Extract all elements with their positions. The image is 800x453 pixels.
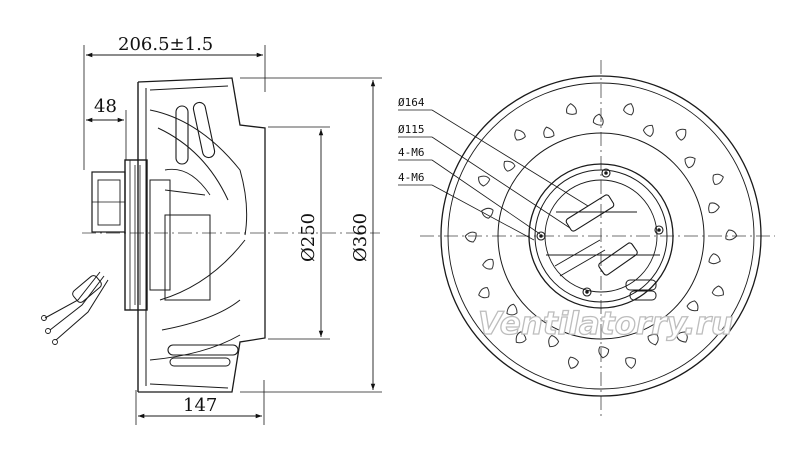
dim-outer-diameter: Ø360 (350, 213, 371, 262)
blade-mark (625, 357, 636, 369)
blade-mark (675, 128, 687, 141)
blade-mark (598, 346, 610, 359)
callout-m6-lower: 4-M6 (398, 171, 425, 184)
blade-mark (548, 334, 560, 348)
front-view (398, 60, 775, 420)
blade-mark (712, 173, 724, 185)
blade-mark (647, 334, 659, 346)
blade-mark (708, 202, 720, 214)
blade-mark (568, 356, 579, 369)
blade-mark (515, 331, 527, 344)
blade-mark (725, 229, 738, 241)
blade-mark (478, 287, 490, 299)
blade-mark (464, 231, 477, 243)
dim-total-length: 206.5±1.5 (118, 34, 213, 55)
blade-mark (623, 103, 634, 116)
blade-mark (514, 129, 526, 141)
watermark: Ventilatorry.ru (478, 306, 733, 342)
blade-mark (592, 113, 604, 126)
dim-inlet-diameter: Ø250 (298, 213, 319, 262)
side-view (41, 45, 382, 425)
blade-mark (711, 285, 724, 297)
blade-mark (686, 300, 699, 312)
callout-m6-upper: 4-M6 (398, 146, 425, 159)
blade-mark (543, 126, 555, 138)
blade-mark (676, 331, 688, 343)
blade-mark (481, 207, 494, 219)
dim-impeller-depth: 147 (183, 395, 217, 416)
blade-mark (503, 160, 516, 172)
blade-mark (708, 253, 721, 265)
blade-mark (506, 303, 518, 316)
blade-mark (566, 103, 577, 115)
callout-115: Ø115 (398, 123, 425, 136)
blade-mark (482, 258, 494, 270)
dim-motor-length: 48 (94, 96, 117, 117)
blade-mark (684, 156, 696, 169)
callout-164: Ø164 (398, 96, 425, 109)
blade-ring (464, 103, 738, 369)
blade-mark (642, 124, 654, 138)
blade-mark (478, 175, 491, 187)
